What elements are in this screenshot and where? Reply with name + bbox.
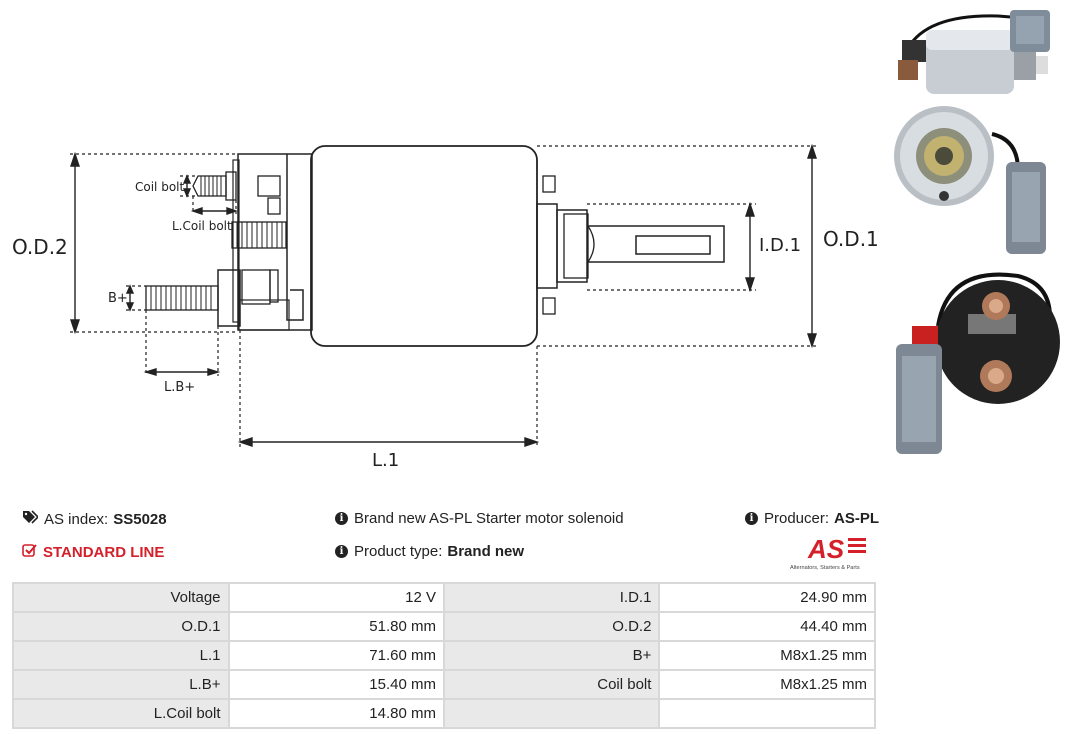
solenoid-side-photo xyxy=(898,10,1050,94)
spec-value: 51.80 mm xyxy=(229,613,443,640)
producer: i Producer: AS-PL xyxy=(745,510,879,527)
spec-label: L.1 xyxy=(14,642,228,669)
b-plus-label: B+ xyxy=(108,291,128,306)
spec-value: 12 V xyxy=(229,584,443,611)
standard-line-label: STANDARD LINE xyxy=(43,543,165,561)
spec-label: I.D.1 xyxy=(444,584,659,611)
product-type-label: Product type: xyxy=(354,543,443,560)
solenoid-body xyxy=(310,145,538,347)
spec-value: 14.80 mm xyxy=(229,700,443,727)
spec-value: M8x1.25 mm xyxy=(660,642,874,669)
as-index-label: AS index: xyxy=(44,510,109,528)
solenoid-front-photo xyxy=(894,106,1046,254)
spec-label: B+ xyxy=(444,642,659,669)
spec-value: 71.60 mm xyxy=(229,642,443,669)
coil-bolt-label: Coil bolt xyxy=(135,180,184,194)
spec-label: Coil bolt xyxy=(444,671,659,698)
logo-tagline: Alternators, Starters & Parts xyxy=(790,565,860,571)
description-text: Brand new AS-PL Starter motor solenoid xyxy=(354,510,624,527)
technical-drawing: O.D.2 O.D.1 I.D.1 L.1 Coil bolt L.Coil b… xyxy=(12,143,879,471)
tag-icon xyxy=(22,510,40,528)
spec-value: 24.90 mm xyxy=(660,584,874,611)
spec-value: 15.40 mm xyxy=(229,671,443,698)
standard-line: STANDARD LINE xyxy=(22,543,164,561)
od1-label: O.D.1 xyxy=(823,227,879,251)
l-coil-bolt-label: L.Coil bolt xyxy=(172,219,232,233)
product-type: i Product type: Brand new xyxy=(335,543,524,560)
spec-label: O.D.1 xyxy=(14,613,228,640)
spec-label: L.Coil bolt xyxy=(14,700,228,727)
producer-value: AS-PL xyxy=(834,510,880,527)
l1-label: L.1 xyxy=(372,450,399,471)
info-icon: i xyxy=(335,545,348,558)
spec-label: O.D.2 xyxy=(444,613,659,640)
as-index-value: SS5028 xyxy=(113,510,167,528)
logo-text: AS xyxy=(807,534,845,564)
check-square-icon xyxy=(22,543,37,561)
od2-label: O.D.2 xyxy=(12,235,68,259)
spec-label: Voltage xyxy=(14,584,228,611)
spec-value: M8x1.25 mm xyxy=(660,671,874,698)
spec-value: 44.40 mm xyxy=(660,613,874,640)
product-photos xyxy=(894,10,1060,454)
info-icon: i xyxy=(745,512,758,525)
spec-label: L.B+ xyxy=(14,671,228,698)
spec-label xyxy=(444,700,659,727)
l-b-plus-label: L.B+ xyxy=(164,380,195,395)
info-icon: i xyxy=(335,512,348,525)
description: i Brand new AS-PL Starter motor solenoid xyxy=(335,510,624,527)
id1-label: I.D.1 xyxy=(759,235,801,256)
product-type-value: Brand new xyxy=(447,543,525,560)
as-index: AS index: SS5028 xyxy=(22,510,167,528)
producer-label: Producer: xyxy=(764,510,830,527)
as-pl-logo: AS Alternators, Starters & Parts xyxy=(790,534,866,571)
solenoid-rear-photo xyxy=(896,272,1060,454)
spec-value xyxy=(660,700,874,727)
